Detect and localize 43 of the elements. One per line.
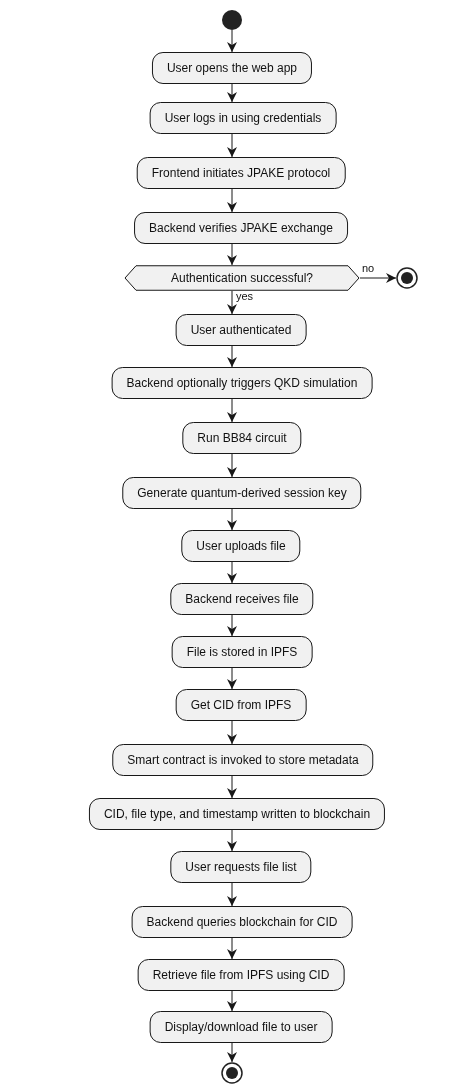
arrow xyxy=(227,990,237,1012)
action-box: File is stored in IPFS xyxy=(171,636,313,668)
arrow xyxy=(227,133,237,158)
arrow xyxy=(227,290,237,315)
arrow xyxy=(359,273,397,283)
arrow xyxy=(227,188,237,213)
action-box: User authenticated xyxy=(175,314,307,346)
action-box: Backend optionally triggers QKD simulation xyxy=(111,367,373,399)
arrow xyxy=(227,829,237,852)
action-box: Run BB84 circuit xyxy=(182,422,302,454)
arrow xyxy=(227,453,237,478)
arrow xyxy=(227,937,237,960)
arrow xyxy=(227,508,237,531)
arrow xyxy=(227,83,237,103)
arrow xyxy=(227,720,237,745)
action-box: Backend verifies JPAKE exchange xyxy=(134,212,348,244)
arrow xyxy=(227,667,237,690)
action-box: Frontend initiates JPAKE protocol xyxy=(136,157,346,189)
arrow xyxy=(227,243,237,266)
arrow xyxy=(227,398,237,423)
action-box: Retrieve file from IPFS using CID xyxy=(137,959,345,991)
decision-hexagon: Authentication successful? xyxy=(124,265,360,291)
arrow xyxy=(227,345,237,368)
action-box: User requests file list xyxy=(170,851,312,883)
action-box: Backend queries blockchain for CID xyxy=(131,906,353,938)
end-node xyxy=(396,267,418,289)
action-box: User opens the web app xyxy=(151,52,313,84)
action-box: Generate quantum-derived session key xyxy=(122,477,362,509)
action-box: Smart contract is invoked to store metadata xyxy=(112,744,374,776)
arrow xyxy=(227,775,237,799)
action-box: User uploads file xyxy=(181,530,301,562)
arrow xyxy=(227,882,237,907)
end-node xyxy=(221,1062,243,1084)
arrow xyxy=(227,1042,237,1063)
action-box: Display/download file to user xyxy=(149,1011,333,1043)
arrow xyxy=(227,561,237,584)
arrow xyxy=(227,614,237,637)
start-node xyxy=(222,10,242,30)
action-box: CID, file type, and timestamp written to blockchain xyxy=(88,798,386,830)
action-box: Backend receives file xyxy=(170,583,314,615)
action-box: Get CID from IPFS xyxy=(175,689,307,721)
action-box: User logs in using credentials xyxy=(149,102,337,134)
arrow xyxy=(227,29,237,53)
